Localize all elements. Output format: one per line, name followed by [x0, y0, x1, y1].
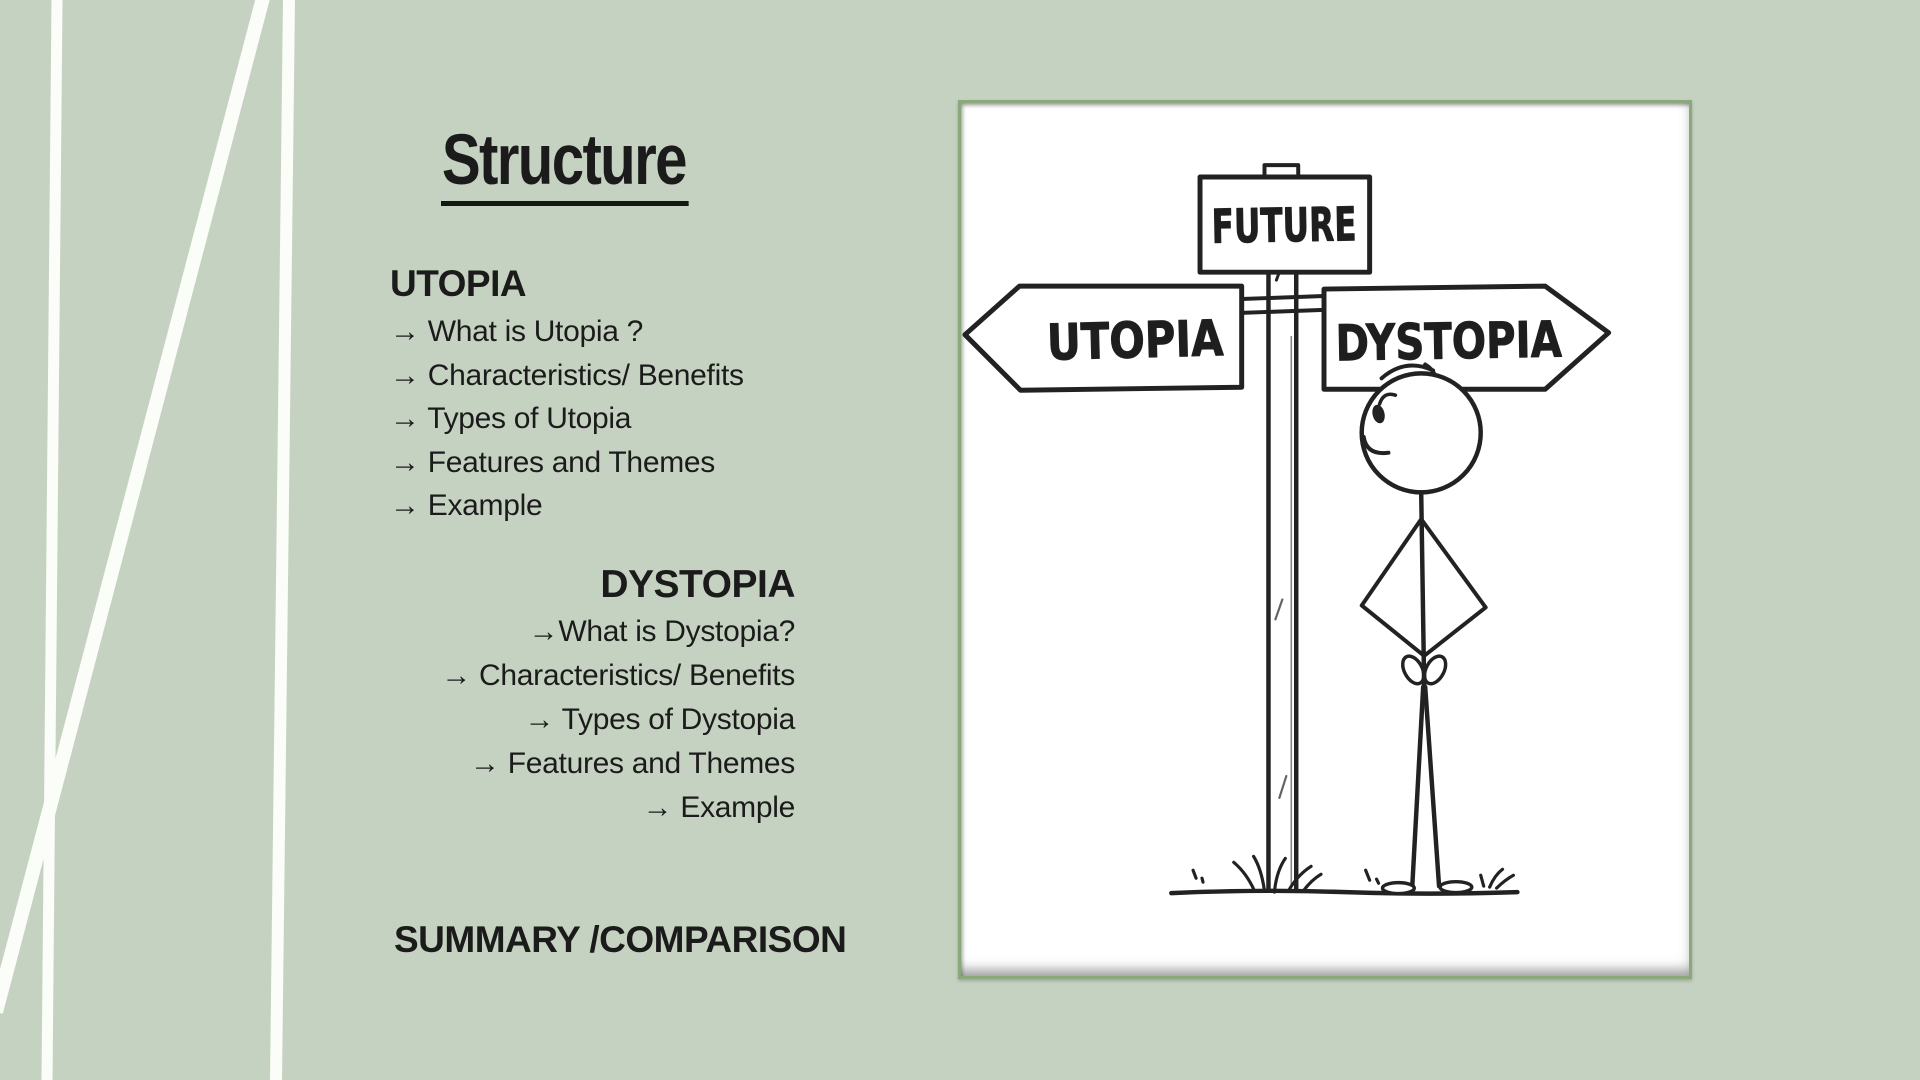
- leg: [1422, 684, 1442, 889]
- list-item: → Characteristics/ Benefits: [441, 659, 795, 692]
- dystopia-section-heading: DYSTOPIA: [600, 563, 795, 606]
- future-sign-label: FUTURE: [1211, 197, 1357, 254]
- future-sign: [1197, 174, 1373, 275]
- mouth: [1361, 434, 1391, 456]
- diagonal-accent-line: [0, 0, 270, 1014]
- eye: [1372, 404, 1385, 424]
- dystopia-sign: [1321, 283, 1612, 392]
- list-item: → Example: [390, 489, 543, 522]
- sign-crossbar: [1239, 294, 1326, 315]
- list-item: → Features and Themes: [470, 747, 795, 780]
- dystopia-sign-label: DYSTOPIA: [1335, 311, 1563, 373]
- list-item: →What is Dystopia?: [528, 615, 796, 648]
- head: [1359, 371, 1483, 495]
- utopia-section-heading: UTOPIA: [390, 263, 527, 304]
- illustration-frame: FUTURE UTOPIA DYSTOPIA: [958, 100, 1692, 979]
- list-item: → Types of Dystopia: [524, 703, 795, 736]
- list-item: → Characteristics/ Benefits: [390, 358, 744, 392]
- signpost-cartoon: FUTURE UTOPIA DYSTOPIA: [962, 163, 1612, 896]
- foot: [1380, 880, 1416, 896]
- stick-figure: [1359, 362, 1488, 896]
- vertical-accent-line: [270, 0, 295, 1080]
- utopia-section: UTOPIA → What is Utopia ? → Characterist…: [390, 258, 795, 528]
- leg: [1410, 684, 1426, 889]
- hand-loop: [1422, 654, 1448, 686]
- list-item: → Example: [642, 791, 796, 824]
- list-item: → Features and Themes: [390, 445, 715, 479]
- list-item: → What is Utopia ?: [390, 315, 644, 348]
- eyebrow: [1377, 392, 1398, 406]
- page-title: Structure: [441, 124, 689, 206]
- hand-loop: [1401, 654, 1426, 686]
- grass-tufts: [1191, 854, 1516, 894]
- dystopia-section: DYSTOPIA →What is Dystopia? → Characteri…: [390, 560, 795, 830]
- summary-comparison-label: SUMMARY /COMPARISON: [394, 919, 847, 960]
- foot: [1438, 879, 1474, 895]
- arms-behind-back: [1359, 517, 1488, 658]
- vertical-accent-line: [41, 0, 63, 1080]
- utopia-sign-label: UTOPIA: [1046, 309, 1225, 372]
- list-item: → Types of Utopia: [390, 402, 632, 435]
- utopia-sign: [962, 283, 1245, 393]
